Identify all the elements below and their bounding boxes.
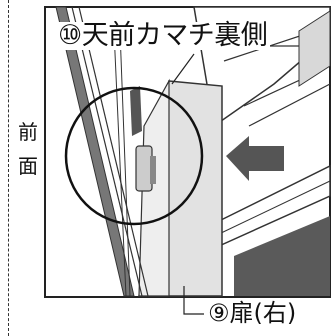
front-side-label-char-1: 前 xyxy=(18,120,38,144)
hinge-lower xyxy=(135,145,153,192)
dark-base-block xyxy=(234,216,330,296)
dashed-guide-line xyxy=(8,0,9,336)
hinge-upper xyxy=(130,86,142,136)
top-callout-leader xyxy=(171,53,195,85)
diagonal-pole xyxy=(55,6,135,297)
front-side-label-char-2: 面 xyxy=(18,154,38,178)
direction-arrow xyxy=(226,136,284,181)
bottom-callout-label: ⑨扉(右) xyxy=(205,300,300,326)
door-frame-illustration xyxy=(44,6,331,336)
bottom-callout-leader xyxy=(183,286,204,315)
right-wall-strip xyxy=(298,10,331,87)
top-callout-label: ⑩天前カマチ裏側 xyxy=(55,21,271,51)
magnify-circle xyxy=(64,86,204,226)
